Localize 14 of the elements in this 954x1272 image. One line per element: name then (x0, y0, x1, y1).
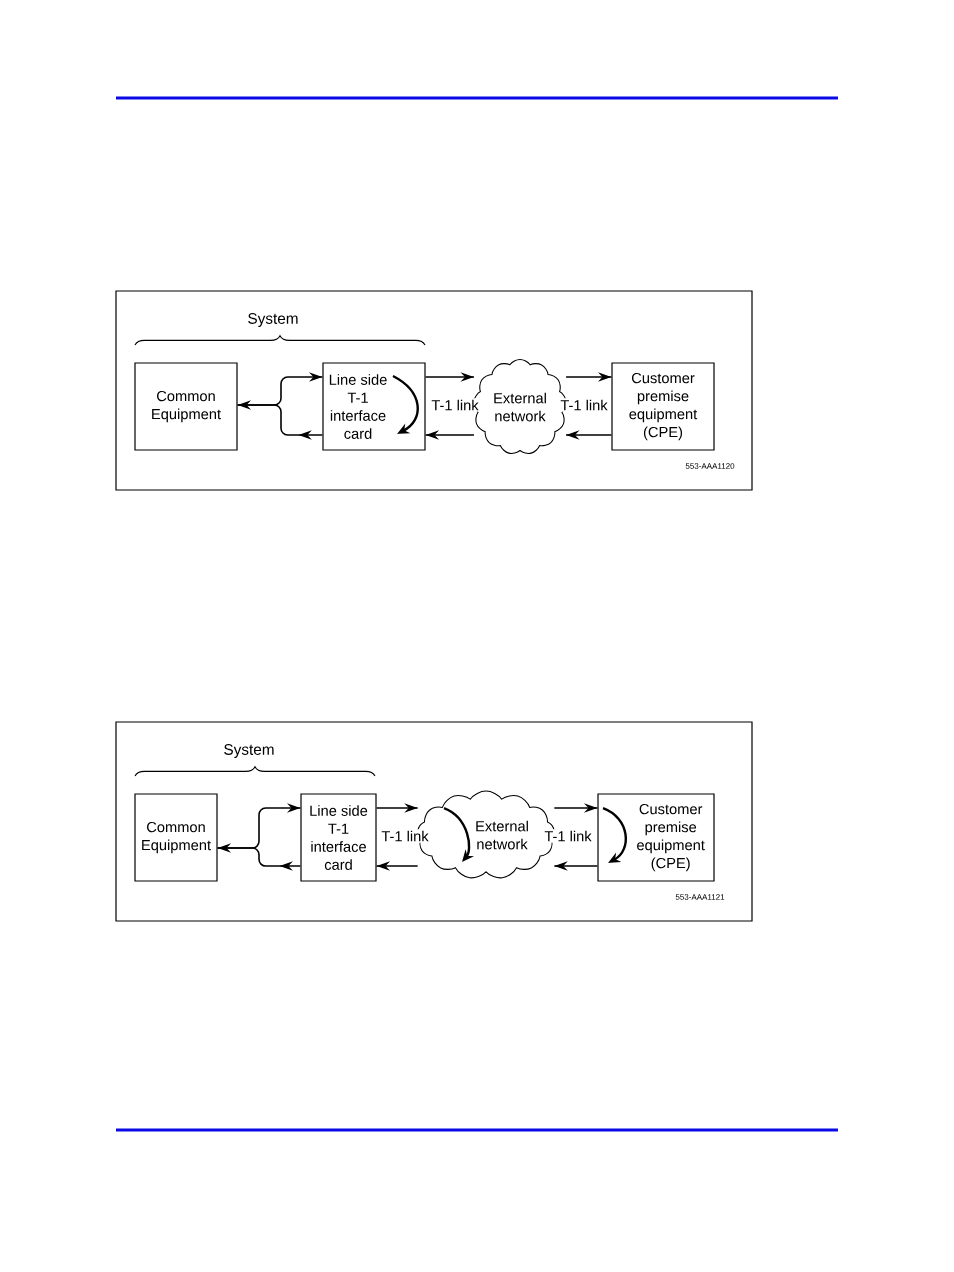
edge-label: T-1 link (430, 398, 480, 412)
process-box: Customer premise equipment (CPE) (611, 362, 715, 451)
process-box: Line side T-1 interface card (322, 362, 426, 451)
process-box: Customer premise equipment (CPE) (597, 793, 715, 882)
edge-label: T-1 link (543, 829, 593, 843)
process-box: Common Equipment (134, 362, 238, 451)
group-label: System (248, 313, 298, 327)
edge-label: T-1 link (559, 398, 609, 412)
figure-code: 553-AAA1120 (685, 463, 735, 469)
process-box: Common Equipment (134, 793, 218, 882)
edge-label: T-1 link (380, 829, 430, 843)
group-label: System (224, 744, 274, 758)
process-box: Line side T-1 interface card (300, 793, 377, 882)
figure-code: 553-AAA1121 (675, 894, 725, 900)
